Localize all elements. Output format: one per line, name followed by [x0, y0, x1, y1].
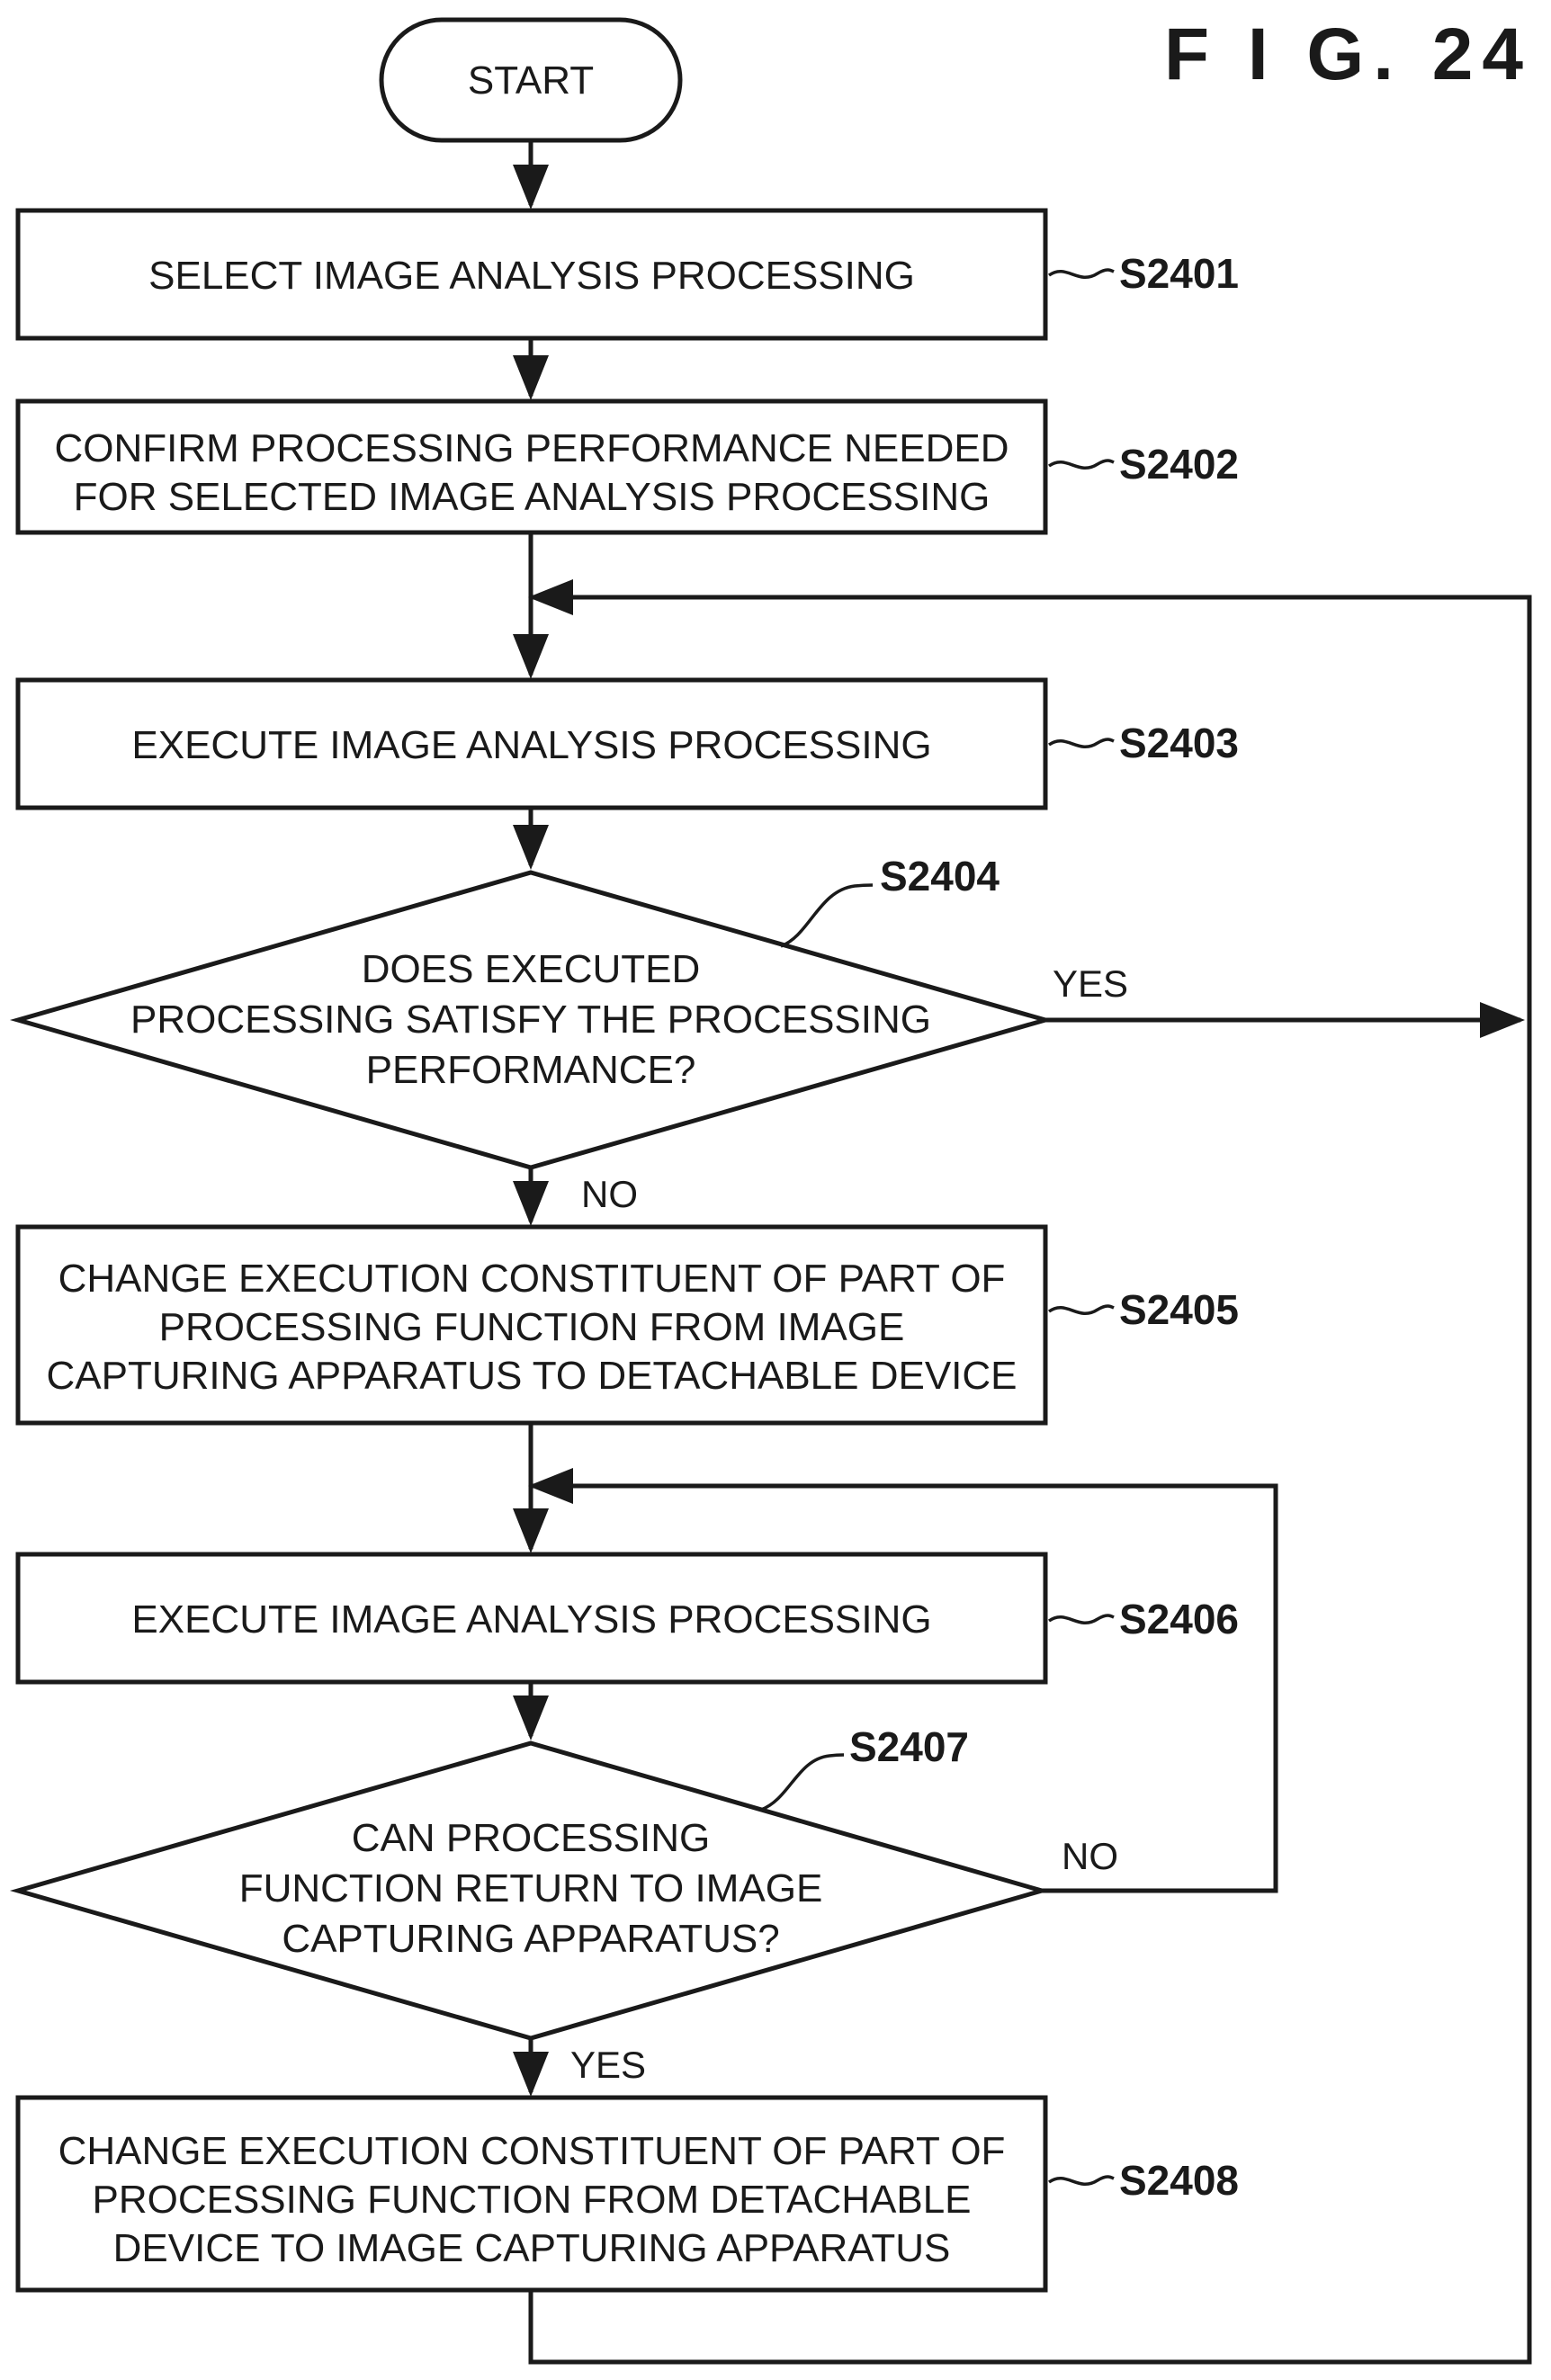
start-label: START — [468, 58, 594, 103]
decision-text-s2407-line3: CAPTURING APPARATUS? — [282, 1917, 779, 1961]
step-id-s2405: S2405 — [1119, 1286, 1239, 1333]
step-id-s2404: S2404 — [880, 853, 1000, 899]
leader-s2406 — [1049, 1615, 1114, 1623]
step-text-s2402-line1: CONFIRM PROCESSING PERFORMANCE NEEDED — [55, 426, 1009, 470]
decision-text-s2407-line1: CAN PROCESSING — [352, 1816, 711, 1860]
step-id-s2406: S2406 — [1119, 1596, 1239, 1642]
step-id-s2403: S2403 — [1119, 720, 1239, 766]
branch-label-s2407-no: NO — [1062, 1835, 1118, 1877]
step-id-s2407: S2407 — [849, 1723, 969, 1770]
leader-s2407 — [761, 1755, 844, 1810]
decision-text-s2404-line3: PERFORMANCE? — [366, 1048, 696, 1092]
step-id-s2402: S2402 — [1119, 441, 1239, 488]
leader-s2408 — [1049, 2177, 1114, 2184]
leader-s2405 — [1049, 1306, 1114, 1313]
step-text-s2408-line1: CHANGE EXECUTION CONSTITUENT OF PART OF — [58, 2129, 1006, 2173]
step-id-s2401: S2401 — [1119, 250, 1239, 297]
step-text-s2403: EXECUTE IMAGE ANALYSIS PROCESSING — [131, 723, 931, 767]
step-text-s2401: SELECT IMAGE ANALYSIS PROCESSING — [148, 254, 915, 298]
leader-s2404 — [781, 885, 873, 946]
decision-text-s2407-line2: FUNCTION RETURN TO IMAGE — [239, 1866, 823, 1910]
leader-s2403 — [1049, 739, 1114, 747]
step-text-s2405-line2: PROCESSING FUNCTION FROM IMAGE — [159, 1305, 905, 1349]
decision-text-s2404-line1: DOES EXECUTED — [362, 947, 701, 991]
leader-s2402 — [1049, 461, 1114, 468]
branch-label-s2407-yes: YES — [570, 2044, 646, 2086]
step-text-s2405-line3: CAPTURING APPARATUS TO DETACHABLE DEVICE — [46, 1354, 1017, 1398]
leader-s2401 — [1049, 270, 1114, 277]
branch-label-s2404-yes: YES — [1053, 962, 1128, 1005]
step-text-s2408-line2: PROCESSING FUNCTION FROM DETACHABLE — [92, 2178, 971, 2222]
branch-label-s2404-no: NO — [581, 1173, 638, 1215]
step-text-s2408-line3: DEVICE TO IMAGE CAPTURING APPARATUS — [113, 2226, 951, 2270]
figure-title: F I G. 24 — [1164, 13, 1532, 95]
step-text-s2405-line1: CHANGE EXECUTION CONSTITUENT OF PART OF — [58, 1257, 1006, 1301]
decision-text-s2404-line2: PROCESSING SATISFY THE PROCESSING — [130, 998, 931, 1042]
step-text-s2402-line2: FOR SELECTED IMAGE ANALYSIS PROCESSING — [74, 475, 991, 519]
step-id-s2408: S2408 — [1119, 2157, 1239, 2204]
step-text-s2406: EXECUTE IMAGE ANALYSIS PROCESSING — [131, 1597, 931, 1642]
